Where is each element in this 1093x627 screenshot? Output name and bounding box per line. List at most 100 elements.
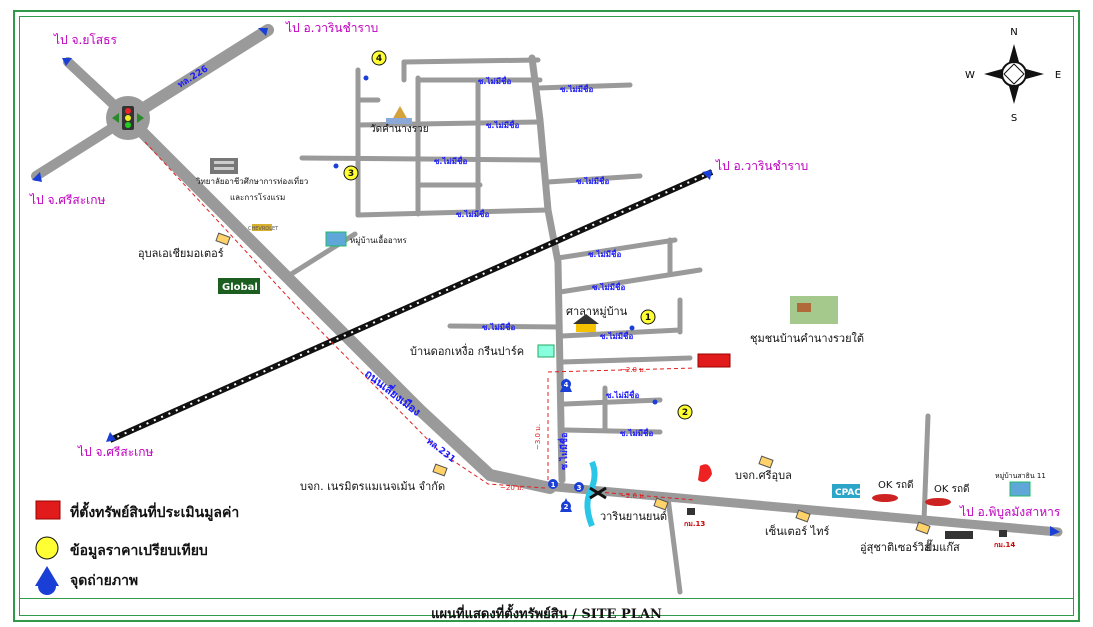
business-marker bbox=[915, 521, 931, 535]
km-post-icon bbox=[687, 508, 695, 515]
photo-number: 4 bbox=[564, 381, 569, 389]
dest-warin-right: ไป อ.วารินชำราบ bbox=[715, 159, 808, 173]
college-building-icon bbox=[210, 158, 238, 174]
compass-s: S bbox=[1011, 113, 1017, 124]
soi-label: ซ.ไม่มีชื่อ bbox=[560, 83, 593, 94]
compass-w: W bbox=[965, 70, 975, 81]
business-marker bbox=[215, 232, 231, 246]
property-marker bbox=[697, 353, 731, 368]
label-km13: กม.13 bbox=[684, 520, 705, 528]
photo-point bbox=[560, 378, 572, 392]
label-km14: กม.14 bbox=[994, 541, 1015, 549]
legend-icons bbox=[35, 500, 61, 595]
dest-warin-top: ไป อ.วารินชำราบ bbox=[285, 21, 378, 35]
dest-sisaket-top: ไป จ.ศรีสะเกษ bbox=[29, 193, 106, 207]
village-icon bbox=[1009, 481, 1031, 497]
legend-photo-icon bbox=[35, 566, 59, 595]
label-global: Global bbox=[222, 282, 258, 293]
label-eua-athorn: หมู่บ้านเอื้ออาทร bbox=[350, 234, 408, 246]
photo-number: 2 bbox=[564, 503, 569, 511]
label-college-2: และการโรงแรม bbox=[230, 192, 285, 202]
photo-point bbox=[548, 479, 558, 489]
car-icon bbox=[925, 498, 951, 506]
label-sathin: หมู่บ้านสาธิน 11 bbox=[995, 472, 1046, 480]
distance-label: ~2.6 ม. bbox=[620, 492, 646, 500]
pt-logo bbox=[698, 464, 712, 482]
car-icon bbox=[872, 494, 898, 502]
photo-number: 3 bbox=[577, 484, 582, 492]
label-dokkhua: บ้านดอกเหงื่อ กรีนปาร์ค bbox=[410, 343, 524, 358]
comparable-marker bbox=[640, 309, 656, 325]
comparable-number: 3 bbox=[348, 169, 354, 179]
comparable-markers bbox=[343, 50, 693, 420]
soi-label: ซ.ไม่มีชื่อ bbox=[620, 427, 653, 438]
roads bbox=[31, 24, 1063, 595]
intersection-mark bbox=[589, 486, 607, 500]
legend-property-label: ที่ตั้งทรัพย์สินที่ประเมินมูลค่า bbox=[70, 505, 240, 521]
label-warin-yanyon: วารินยานยนต์ bbox=[600, 510, 667, 523]
compass-n: N bbox=[1010, 27, 1017, 38]
comparable-marker bbox=[371, 50, 387, 66]
distance-label: ~3.0 ม. bbox=[534, 424, 542, 450]
dest-yasothon: ไป จ.ยโสธร bbox=[53, 33, 117, 47]
cpac-logo bbox=[832, 484, 860, 498]
comparable-pins bbox=[333, 75, 658, 405]
distance-label: ~2.0 ม. bbox=[620, 366, 646, 374]
label-ubon-asia: อุบลเอเชียมอเตอร์ bbox=[138, 247, 224, 260]
label-ok-2: OK รถดี bbox=[934, 483, 970, 495]
place-labels: วิทยาลัยอาชีวศึกษาการท่องเที่ยว และการโร… bbox=[138, 124, 1046, 554]
business-marker bbox=[758, 455, 774, 469]
house-icon bbox=[537, 344, 555, 358]
survey-routes bbox=[144, 141, 696, 501]
legend-photo-label: จุดถ่ายภาพ bbox=[70, 573, 139, 589]
soi-label: ซ.ไม่มีชื่อ bbox=[576, 175, 609, 186]
inner-frame bbox=[19, 16, 1074, 616]
business-marker bbox=[653, 497, 669, 511]
label-community: ชุมชนบ้านคำนางรวยใต้ bbox=[750, 332, 864, 345]
photo-number: 1 bbox=[551, 481, 556, 489]
km-post-icon bbox=[999, 530, 1007, 537]
soi-label: ซ.ไม่มีชื่อ bbox=[434, 155, 467, 166]
label-gas-station: ปั๊มแก๊ส bbox=[925, 539, 960, 554]
label-ok-1: OK รถดี bbox=[878, 479, 914, 491]
label-sriubon: บจก.ศรีอุบล bbox=[735, 469, 792, 482]
soi-label: ซ.ไม่มีชื่อ bbox=[478, 75, 511, 86]
footer-divider bbox=[19, 598, 1074, 599]
compass-icon bbox=[984, 44, 1044, 104]
village-icon bbox=[325, 231, 347, 247]
distance-labels: ~2.0 ม. ~3.0 ม. ~20 ม. ~2.6 ม. bbox=[500, 366, 646, 500]
road-soi-main: ซ.ไม่มีชื่อ bbox=[557, 433, 570, 470]
business-marker bbox=[795, 509, 811, 523]
soi-label: ซ.ไม่มีชื่อ bbox=[456, 208, 489, 219]
comparable-number: 2 bbox=[682, 408, 688, 418]
soi-label: ซ.ไม่มีชื่อ bbox=[606, 389, 639, 400]
compass-e: E bbox=[1055, 70, 1061, 81]
dest-sisaket-bottom: ไป จ.ศรีสะเกษ bbox=[77, 445, 154, 459]
destination-arrows bbox=[32, 28, 1060, 536]
landmark-icons bbox=[210, 106, 1031, 539]
photo-point bbox=[574, 482, 584, 492]
comparable-number: 1 bbox=[645, 313, 651, 323]
label-college: วิทยาลัยอาชีวศึกษาการท่องเที่ยว bbox=[195, 175, 308, 186]
business-marker bbox=[432, 463, 448, 477]
label-sala: ศาลาหมู่บ้าน bbox=[566, 305, 628, 318]
chevrolet-logo bbox=[252, 224, 272, 231]
railway bbox=[108, 169, 714, 443]
legend-property-icon bbox=[35, 500, 61, 520]
traffic-light-icon bbox=[112, 106, 144, 130]
temple-icon bbox=[392, 106, 408, 120]
label-cpac: CPAC bbox=[835, 488, 861, 498]
soi-label: ซ.ไม่มีชื่อ bbox=[486, 119, 519, 130]
sala-icon bbox=[573, 314, 599, 324]
global-logo bbox=[218, 278, 260, 294]
distance-label: ~20 ม. bbox=[500, 484, 524, 492]
label-kuchat: อู่สุชาติเซอร์วิส bbox=[860, 541, 931, 554]
label-temple: วัดคำนางรวย bbox=[370, 124, 429, 135]
photo-points bbox=[548, 378, 584, 512]
legend-comparable-label: ข้อมูลราคาเปรียบเทียบ bbox=[70, 543, 208, 559]
destination-labels: ไป จ.ยโสธร ไป จ.ศรีสะเกษ ไป อ.วารินชำราบ… bbox=[29, 21, 1061, 520]
comparable-number: 4 bbox=[376, 54, 382, 64]
gas-station-icon bbox=[945, 531, 973, 539]
label-chevrolet: CHEVROLET bbox=[248, 226, 279, 232]
